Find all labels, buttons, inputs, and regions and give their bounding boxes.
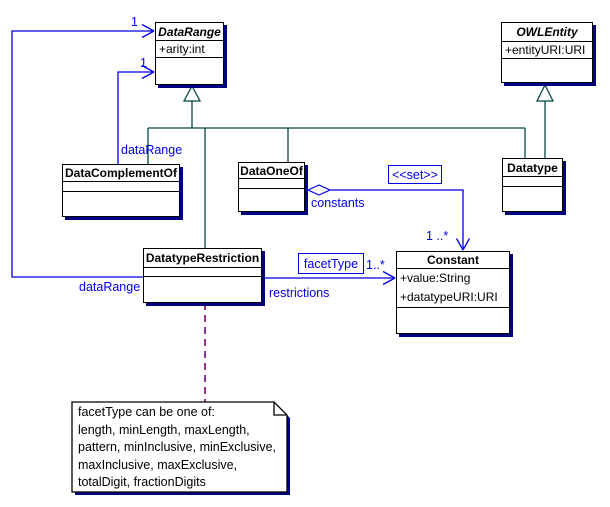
multiplicity-label: 1 <box>131 15 138 29</box>
association-dataoneof-to-constant <box>330 189 464 248</box>
generalization-lines <box>147 101 546 248</box>
attributes-compartment: +entityURI:URI <box>502 42 592 59</box>
class-name: Constant <box>427 253 479 267</box>
operations-compartment <box>397 308 509 333</box>
class-name: DataOneOf <box>240 163 303 178</box>
class-title: Constant <box>397 252 509 269</box>
aggregation-diamond-icon <box>306 184 332 196</box>
role-label-datarange-upper: dataRange <box>121 143 183 157</box>
arrowhead-datarange-mid-icon <box>141 64 155 80</box>
attributes-compartment: +value:String +datatypeURI:URI <box>397 269 509 308</box>
class-attribute: +datatypeURI:URI <box>400 290 498 304</box>
facettype-note: facetType can be one of: length, minLeng… <box>78 404 283 492</box>
class-title: DataRange <box>156 23 223 41</box>
arrowhead-constant-top-icon <box>455 238 471 251</box>
operations-compartment <box>239 189 304 211</box>
note-shape <box>71 401 288 493</box>
note-line: facetType can be one of: <box>78 405 215 419</box>
operations-compartment <box>63 192 179 216</box>
operations-compartment <box>156 58 223 84</box>
facettype-label: facetType <box>303 256 359 271</box>
stereotype-set-label: <<set>> <box>392 167 438 182</box>
class-constant: Constant +value:String +datatypeURI:URI <box>396 251 510 334</box>
attributes-compartment <box>144 268 261 277</box>
facettype-tag-box: facetType <box>298 253 364 274</box>
operations-compartment <box>144 277 261 302</box>
class-title: OWLEntity <box>502 23 592 42</box>
attributes-compartment <box>63 182 179 192</box>
note-line: pattern, minInclusive, minExclusive, <box>78 440 276 455</box>
class-datatype: Datatype <box>502 158 563 212</box>
arrowhead-constant-left-icon <box>382 270 396 286</box>
class-attribute: +arity:int <box>159 42 205 56</box>
arrowhead-datarange-top-icon <box>141 23 155 39</box>
class-owlentity: OWLEntity +entityURI:URI <box>501 22 593 83</box>
role-label-constants: constants <box>311 196 365 210</box>
class-name: DatatypeRestriction <box>145 251 260 265</box>
note-dogear-icon <box>273 402 287 416</box>
class-name: Datatype <box>507 160 558 175</box>
note-line: maxInclusive, maxExclusive, <box>78 457 238 472</box>
class-attribute: +entityURI:URI <box>505 43 586 57</box>
attributes-compartment <box>503 177 562 187</box>
note-line: length, minLength, maxLength, <box>78 422 250 437</box>
note-line: totalDigit, fractionDigits <box>78 475 206 490</box>
association-datacomplementof-to-datarange <box>117 71 152 164</box>
operations-compartment <box>503 187 562 211</box>
class-datacomplementof: DataComplementOf <box>62 164 180 217</box>
class-name: DataComplementOf <box>64 166 177 180</box>
class-title: DataComplementOf <box>63 165 179 182</box>
multiplicity-label: 1 <box>140 56 147 70</box>
generalization-triangle-owlentity-icon <box>535 83 555 102</box>
class-datarange: DataRange +arity:int <box>155 22 224 85</box>
multiplicity-label: 1 ..* <box>426 229 449 243</box>
class-name: OWLEntity <box>516 25 578 39</box>
class-title: Datatype <box>503 159 562 177</box>
role-label-restrictions: restrictions <box>269 286 330 300</box>
attributes-compartment: +arity:int <box>156 41 223 58</box>
class-title: DataOneOf <box>239 163 304 179</box>
class-name: DataRange <box>158 24 221 39</box>
attributes-compartment <box>239 179 304 189</box>
generalization-triangle-datarange-icon <box>182 84 202 102</box>
association-datatyperestriction-to-datarange <box>11 30 152 278</box>
class-title: DatatypeRestriction <box>144 249 261 268</box>
class-dataoneof: DataOneOf <box>238 162 305 212</box>
multiplicity-label: 1..* <box>366 258 385 272</box>
class-datatyperestriction: DatatypeRestriction <box>143 248 262 303</box>
role-label-datarange-lower: dataRange <box>79 280 141 294</box>
class-attribute: +value:String <box>400 271 471 285</box>
stereotype-set-box: <<set>> <box>388 165 442 184</box>
operations-compartment <box>502 59 592 82</box>
